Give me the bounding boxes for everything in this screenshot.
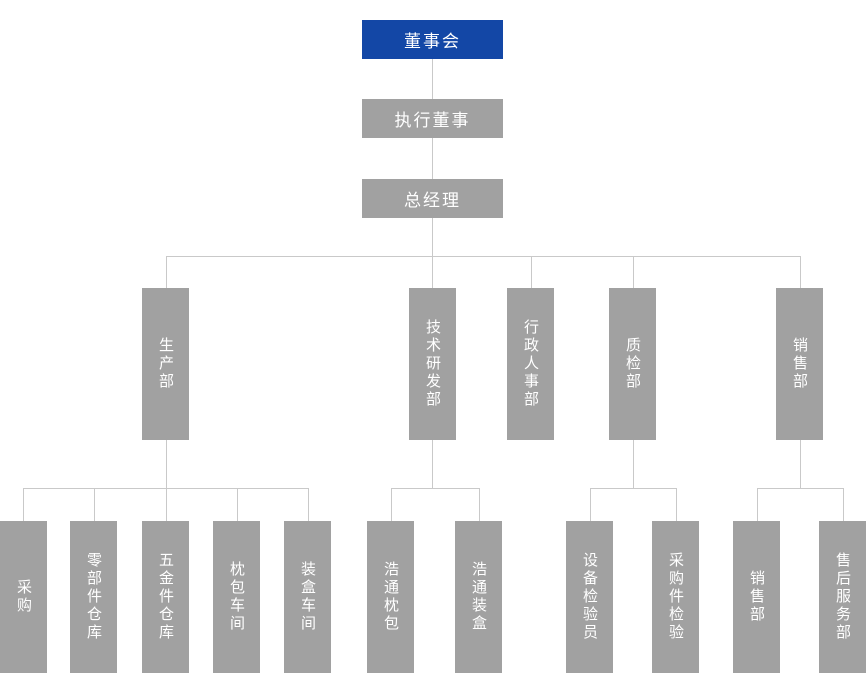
org-node-parts-warehouse: 零部件仓库 (70, 521, 117, 673)
org-node-quality-dept: 质检部 (609, 288, 656, 440)
org-node-label: 零部件仓库 (85, 552, 103, 642)
connector-line (432, 59, 433, 99)
org-node-sales-sub-dept: 销售部 (733, 521, 780, 673)
connector-line (166, 440, 167, 488)
org-node-rnd-dept: 技术研发部 (409, 288, 456, 440)
org-node-board: 董事会 (362, 20, 503, 59)
org-node-label: 装盒车间 (299, 561, 317, 633)
connector-line (676, 488, 677, 521)
connector-rail (757, 488, 843, 489)
connector-line (633, 256, 634, 288)
org-node-pillow-pack-workshop: 枕包车间 (213, 521, 260, 673)
connector-line (237, 488, 238, 521)
connector-line (391, 488, 392, 521)
connector-line (590, 488, 591, 521)
connector-rail (391, 488, 479, 489)
connector-rail (590, 488, 676, 489)
org-node-production-dept: 生产部 (142, 288, 189, 440)
connector-rail (166, 256, 800, 257)
org-node-label: 销售部 (748, 570, 766, 624)
org-node-label: 采购件检验 (667, 552, 685, 642)
org-node-haotong-pillow-pack: 浩通枕包 (367, 521, 414, 673)
org-node-admin-hr-dept: 行政人事部 (507, 288, 554, 440)
org-node-label: 总经理 (404, 191, 461, 211)
org-node-label: 浩通装盒 (470, 561, 488, 633)
org-node-label: 生产部 (157, 337, 175, 391)
org-node-general-manager: 总经理 (362, 179, 503, 218)
org-node-executive-director: 执行董事 (362, 99, 503, 138)
connector-line (479, 488, 480, 521)
org-node-purchased-parts-inspection: 采购件检验 (652, 521, 699, 673)
org-node-label: 设备检验员 (581, 552, 599, 642)
connector-line (843, 488, 844, 521)
org-node-haotong-boxing: 浩通装盒 (455, 521, 502, 673)
connector-line (432, 138, 433, 179)
org-node-label: 浩通枕包 (382, 561, 400, 633)
connector-line (432, 218, 433, 256)
connector-line (23, 488, 24, 521)
org-node-boxing-workshop: 装盒车间 (284, 521, 331, 673)
org-node-procurement: 采购 (0, 521, 47, 673)
org-node-label: 五金件仓库 (157, 552, 175, 642)
connector-line (531, 256, 532, 288)
org-node-label: 技术研发部 (424, 319, 442, 409)
org-node-equipment-inspector: 设备检验员 (566, 521, 613, 673)
org-node-label: 枕包车间 (228, 561, 246, 633)
org-node-label: 行政人事部 (522, 319, 540, 409)
connector-line (166, 488, 167, 521)
connector-line (432, 440, 433, 488)
org-node-label: 质检部 (624, 337, 642, 391)
connector-line (633, 440, 634, 488)
connector-line (166, 256, 167, 288)
connector-line (308, 488, 309, 521)
org-node-label: 执行董事 (394, 111, 471, 131)
org-node-label: 销售部 (791, 337, 809, 391)
org-node-after-sales-service-dept: 售后服务部 (819, 521, 866, 673)
connector-line (800, 256, 801, 288)
org-node-label: 售后服务部 (834, 552, 852, 642)
org-node-sales-dept: 销售部 (776, 288, 823, 440)
connector-line (94, 488, 95, 521)
org-node-label: 董事会 (404, 32, 461, 52)
org-node-label: 采购 (15, 579, 33, 615)
connector-line (800, 440, 801, 488)
org-node-hardware-warehouse: 五金件仓库 (142, 521, 189, 673)
connector-line (432, 256, 433, 288)
connector-line (757, 488, 758, 521)
